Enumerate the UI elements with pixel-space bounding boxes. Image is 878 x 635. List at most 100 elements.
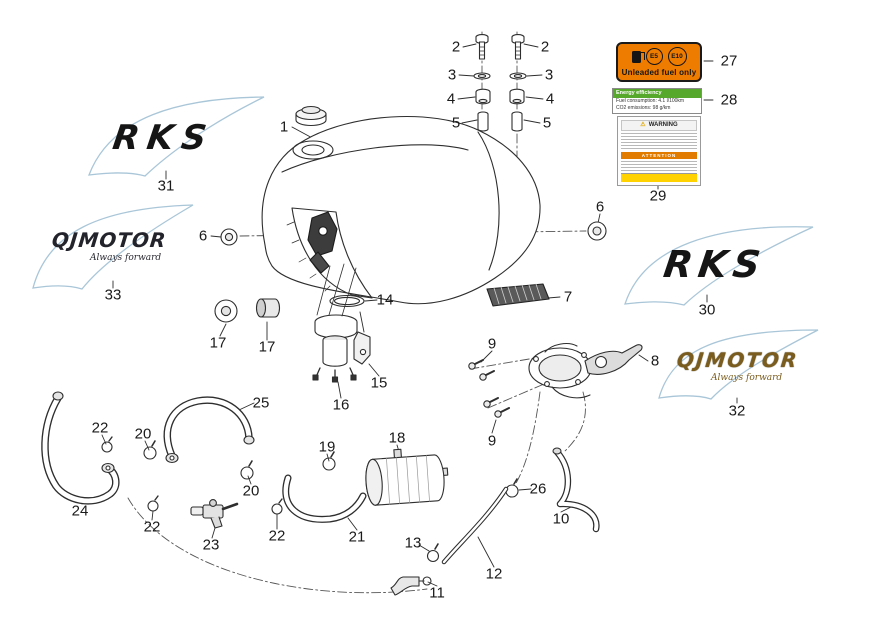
sleeve-left-part xyxy=(477,111,489,132)
caution-band xyxy=(621,173,697,182)
callout-16: 16 xyxy=(332,396,350,414)
co2-emissions-row: CO2 emissions: 98 g/km xyxy=(616,104,671,111)
decal-rks-right: RKS xyxy=(620,220,818,308)
callout-2-left: 2 xyxy=(451,38,461,56)
decal-qjmotor-left-outline xyxy=(32,204,194,290)
grommet-right-part xyxy=(587,221,607,241)
callout-22-b: 22 xyxy=(143,518,161,536)
clamp-22-c-part xyxy=(271,498,283,515)
callout-5-left: 5 xyxy=(451,114,461,132)
grommet-left-part xyxy=(220,228,238,246)
callout-25: 25 xyxy=(252,394,270,412)
callout-21: 21 xyxy=(348,528,366,546)
guard-tube-24-part xyxy=(41,391,120,505)
callout-11: 11 xyxy=(429,584,445,602)
callout-29: 29 xyxy=(649,187,667,205)
callout-17-left: 17 xyxy=(209,334,227,352)
callout-14: 14 xyxy=(376,291,394,309)
callout-10: 10 xyxy=(552,510,570,528)
attention-band: ATTENTION xyxy=(621,151,697,160)
callout-33: 33 xyxy=(104,286,122,304)
warning-triangle-icon: ⚠ xyxy=(640,122,646,128)
fuel-pump-icon xyxy=(631,50,645,63)
callout-31: 31 xyxy=(157,177,175,195)
callout-12: 12 xyxy=(485,565,503,583)
damper-right-part xyxy=(255,298,281,318)
callout-15: 15 xyxy=(370,374,388,392)
valve-part xyxy=(190,499,239,529)
callout-32: 32 xyxy=(728,402,746,420)
clamp-20-right-part xyxy=(240,460,254,480)
energy-efficiency-label: Energy efficiency Fuel consumption: 4.1 … xyxy=(612,88,702,114)
clamp-20-left-part xyxy=(143,440,157,460)
decal-rks-right-outline xyxy=(624,226,814,306)
clamp-19-part xyxy=(322,451,336,471)
callout-17-right: 17 xyxy=(258,338,276,356)
unleaded-fuel-text: Unleaded fuel only xyxy=(621,68,697,77)
callout-5-right: 5 xyxy=(542,114,552,132)
callout-4-right: 4 xyxy=(545,90,555,108)
warning-title: WARNING xyxy=(648,122,678,128)
callout-3-right: 3 xyxy=(544,66,554,84)
gasket-part xyxy=(329,294,365,308)
e5-text: E5 xyxy=(650,53,658,60)
sleeve-right-part xyxy=(511,111,523,132)
damper-left-part xyxy=(214,299,238,323)
callout-9-lower: 9 xyxy=(487,432,497,450)
decal-rks-left: RKS xyxy=(83,93,268,178)
bolt-left-part xyxy=(475,34,489,60)
drain-fitting-part xyxy=(390,576,432,596)
qjmotor-logo-text-left: QJMOTOR xyxy=(50,228,168,252)
callout-1: 1 xyxy=(279,118,289,136)
rks-logo-text-right: RKS xyxy=(660,243,769,286)
fuel-pump-assembly-part xyxy=(528,343,643,399)
callout-2-right: 2 xyxy=(540,38,550,56)
callout-8: 8 xyxy=(650,352,660,370)
decal-rks-left-outline xyxy=(88,96,265,177)
fuel-label-icons-row: E5 E10 xyxy=(631,47,687,66)
callout-23: 23 xyxy=(202,536,220,554)
energy-label-title: Energy efficiency xyxy=(613,89,701,98)
e5-badge: E5 xyxy=(645,48,663,65)
callout-24: 24 xyxy=(71,502,89,520)
clamp-22-a-part xyxy=(101,436,113,453)
callout-13: 13 xyxy=(404,534,422,552)
washer-right-part xyxy=(509,72,527,80)
pump-screws-part xyxy=(468,359,510,418)
callout-20-right: 20 xyxy=(242,482,260,500)
rks-logo-text-left: RKS xyxy=(110,118,217,158)
callout-22-a: 22 xyxy=(91,419,109,437)
callout-6-right: 6 xyxy=(595,198,605,216)
callout-27: 27 xyxy=(720,52,738,70)
e10-badge: E10 xyxy=(667,47,687,66)
fuel-hose-21-part xyxy=(282,474,367,523)
fuel-consumption-row: Fuel consumption: 4.1 l/100km xyxy=(616,97,685,104)
bolt-right-part xyxy=(511,34,525,60)
fuel-pipe-12-part xyxy=(441,486,509,565)
callout-9-upper: 9 xyxy=(487,335,497,353)
callout-26: 26 xyxy=(529,480,547,498)
warning-fine-print-bottom xyxy=(621,161,697,172)
callout-30: 30 xyxy=(698,301,716,319)
fuel-sender-part xyxy=(312,263,358,383)
decal-qjmotor-right-outline xyxy=(658,329,819,400)
unleaded-fuel-label: E5 E10 Unleaded fuel only xyxy=(616,42,702,82)
callout-22-c: 22 xyxy=(268,527,286,545)
clamp-22-b-part xyxy=(147,495,159,512)
warning-label-header: ⚠ WARNING xyxy=(621,120,697,132)
callout-3-left: 3 xyxy=(447,66,457,84)
callout-7: 7 xyxy=(563,288,573,306)
decal-qjmotor-right: QJMOTOR Always forward xyxy=(655,326,823,402)
tank-pad-part xyxy=(486,283,550,307)
clamp-13-part xyxy=(426,543,440,563)
washer-left-part xyxy=(473,72,491,80)
qjmotor-logo-text-right: QJMOTOR xyxy=(675,348,800,372)
warning-label: ⚠ WARNING ATTENTION xyxy=(617,116,701,186)
guard-tube-25-part xyxy=(163,396,255,464)
callout-18: 18 xyxy=(388,429,406,447)
decal-qjmotor-left: QJMOTOR Always forward xyxy=(28,200,198,292)
qjmotor-slogan-right: Always forward xyxy=(711,373,783,383)
qjmotor-slogan-left: Always forward xyxy=(90,253,162,263)
